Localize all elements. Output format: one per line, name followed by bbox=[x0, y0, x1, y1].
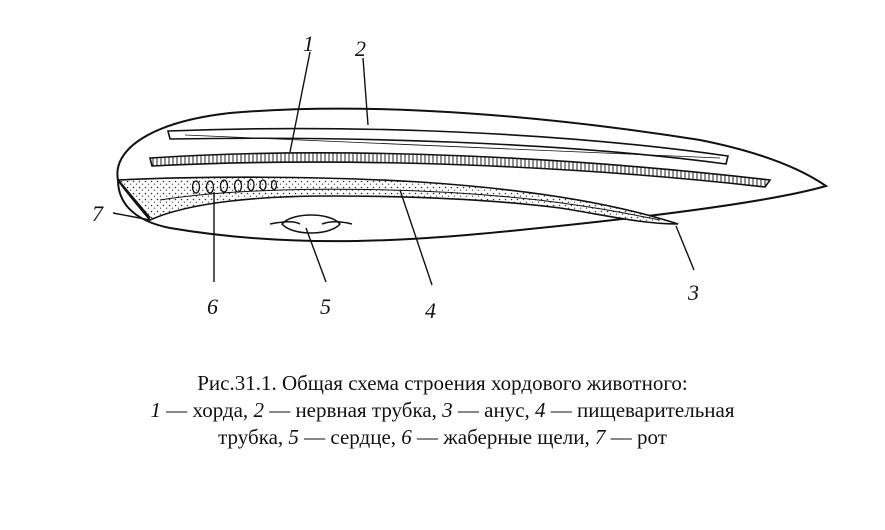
caption-text-5: — сердце, bbox=[298, 425, 402, 449]
gill-slit bbox=[219, 179, 229, 193]
heart bbox=[269, 214, 353, 234]
gill-slit bbox=[270, 179, 278, 191]
label-2: 2 bbox=[355, 36, 366, 61]
caption-text-3: — анус, bbox=[452, 398, 536, 422]
caption-num-7: 7 bbox=[594, 425, 606, 449]
gill-slits bbox=[191, 178, 278, 194]
caption-num-5: 5 bbox=[288, 425, 299, 449]
caption-line-3: трубка, 5 — сердце, 6 — жаберные щели, 7… bbox=[0, 424, 885, 451]
label-6: 6 bbox=[207, 294, 218, 319]
nerve-tube bbox=[166, 127, 729, 165]
caption-text-4: — пищеварительная bbox=[545, 398, 735, 422]
caption-text-2: — нервная трубка, bbox=[263, 398, 443, 422]
caption-title: Рис.31.1. Общая схема строения хордового… bbox=[197, 371, 688, 395]
label-1: 1 bbox=[303, 31, 314, 56]
gill-slit bbox=[205, 180, 215, 194]
body-outline bbox=[116, 107, 829, 243]
nerve-tube-canal bbox=[184, 134, 721, 159]
label-3: 3 bbox=[687, 280, 699, 305]
caption-text-4b: трубка, bbox=[218, 425, 289, 449]
chordate-diagram: 1 2 3 4 5 6 7 bbox=[92, 31, 829, 323]
notochord bbox=[148, 152, 772, 188]
gill-slit bbox=[191, 180, 201, 194]
caption-line-2: 1 — хорда, 2 — нервная трубка, 3 — анус,… bbox=[0, 397, 885, 424]
figure-caption: Рис.31.1. Общая схема строения хордового… bbox=[0, 370, 885, 451]
gill-slit bbox=[233, 179, 243, 193]
gill-slit bbox=[247, 178, 255, 192]
caption-text-7: — рот bbox=[605, 425, 667, 449]
digestive-tube bbox=[116, 176, 679, 225]
caption-num-6: 6 bbox=[401, 425, 412, 449]
label-4: 4 bbox=[425, 298, 436, 323]
label-7: 7 bbox=[92, 201, 104, 226]
caption-num-2: 2 bbox=[253, 398, 264, 422]
mouth bbox=[117, 179, 151, 219]
caption-num-4: 4 bbox=[535, 398, 546, 422]
caption-num-3: 3 bbox=[442, 398, 453, 422]
gill-slit bbox=[259, 179, 267, 191]
caption-num-1: 1 bbox=[150, 398, 162, 422]
caption-text-1: — хорда, bbox=[161, 398, 254, 422]
leader-lines bbox=[112, 51, 695, 286]
caption-text-6: — жаберные щели, bbox=[411, 425, 595, 449]
label-5: 5 bbox=[320, 294, 331, 319]
